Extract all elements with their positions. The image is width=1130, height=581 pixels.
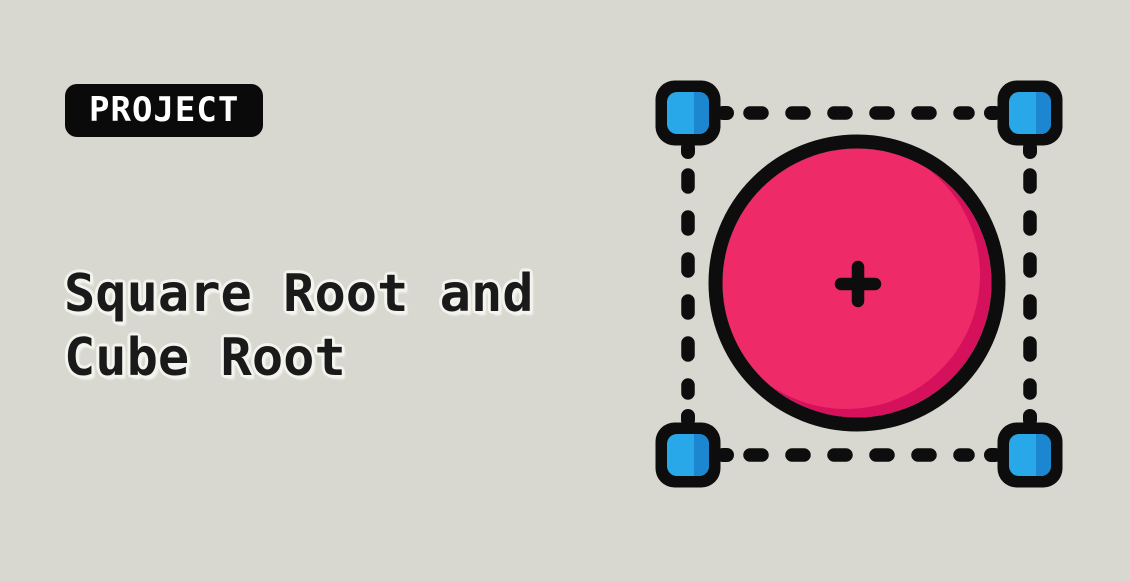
handle-nub-top	[1023, 409, 1037, 427]
selection-handle-bottom-right[interactable]	[984, 409, 1063, 488]
handle-nub-right	[716, 106, 734, 120]
circle-fill	[722, 148, 980, 409]
handle-shade	[1036, 92, 1051, 134]
page-title: Square Root and Cube Root	[64, 262, 534, 390]
handle-nub-left	[984, 448, 1002, 462]
handle-nub-top	[681, 409, 695, 427]
handle-nub-left	[984, 106, 1002, 120]
selected-shape-svg	[655, 80, 1063, 488]
project-badge: PROJECT	[65, 84, 264, 137]
handle-shade	[1036, 434, 1051, 476]
handle-shade	[694, 434, 709, 476]
center-plus-icon	[834, 260, 882, 308]
handle-nub-bottom	[681, 141, 695, 159]
project-badge-label: PROJECT	[89, 89, 240, 130]
selected-shape-illustration	[650, 72, 1070, 494]
selection-frame	[681, 106, 1037, 462]
selection-handle-bottom-left[interactable]	[655, 409, 735, 488]
circle-outline	[708, 134, 1006, 432]
title-line-1: Square Root and	[64, 264, 534, 324]
selection-handle-top-left[interactable]	[655, 80, 735, 160]
selected-circle	[708, 134, 1006, 432]
handle-nub-bottom	[1023, 141, 1037, 159]
title-line-2: Cube Root	[64, 328, 346, 388]
handle-nub-right	[716, 448, 734, 462]
handle-shade	[694, 92, 709, 134]
selection-handle-top-right[interactable]	[984, 80, 1063, 160]
